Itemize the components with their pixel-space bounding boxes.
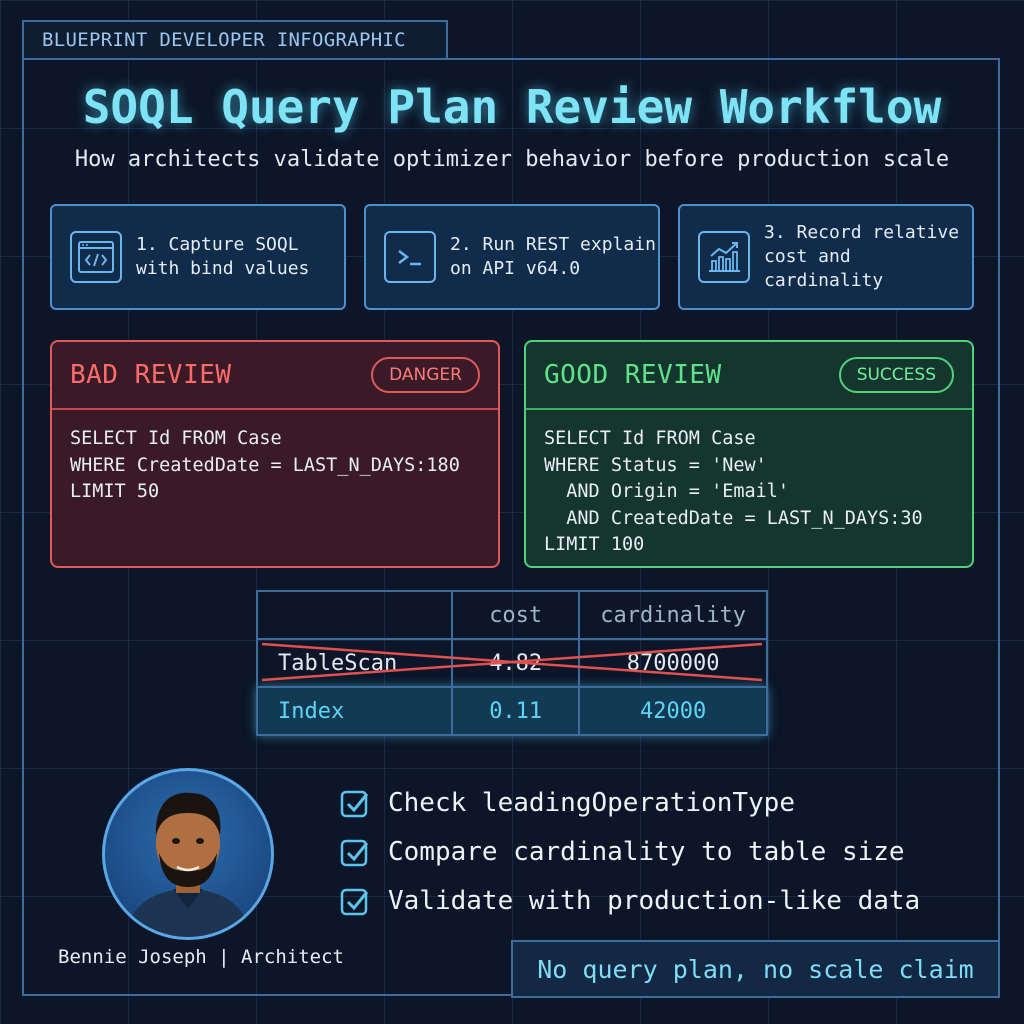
checklist: Check leadingOperationType Compare cardi…	[340, 778, 920, 925]
bad-review-title: BAD REVIEW	[70, 360, 232, 390]
step-label: 2. Run REST explain on API v64.0	[450, 234, 656, 279]
checklist-item: Compare cardinality to table size	[340, 827, 920, 876]
cost-cell: 4.82	[451, 638, 581, 688]
checkbox-checked-icon	[340, 888, 369, 915]
page-subtitle: How architects validate optimizer behavi…	[74, 147, 950, 172]
bad-review-panel: BAD REVIEW DANGER SELECT Id FROM Case WH…	[50, 340, 500, 568]
terminal-icon	[384, 231, 436, 283]
table-row-tablescan: TableScan 4.82 8700000	[255, 638, 768, 688]
checkbox-checked-icon	[340, 790, 369, 817]
checklist-item: Check leadingOperationType	[340, 778, 920, 827]
good-review-panel: GOOD REVIEW SUCCESS SELECT Id FROM Case …	[524, 340, 974, 568]
page-title: SOQL Query Plan Review Workflow	[82, 80, 942, 134]
good-review-title: GOOD REVIEW	[544, 360, 722, 390]
bad-review-query: SELECT Id FROM Case WHERE CreatedDate = …	[70, 428, 460, 502]
checklist-item-label: Compare cardinality to table size	[388, 836, 905, 867]
danger-badge: DANGER	[371, 357, 480, 393]
cardinality-cell: 8700000	[578, 638, 768, 688]
chart-icon	[698, 231, 750, 283]
cost-cell: 0.11	[451, 686, 581, 736]
checklist-item-label: Check leadingOperationType	[388, 787, 795, 818]
scale-claim-banner: No query plan, no scale claim	[511, 940, 1000, 998]
good-review-header: GOOD REVIEW SUCCESS	[526, 342, 972, 410]
operation-cell: Index	[255, 686, 454, 736]
checklist-item-label: Validate with production-like data	[388, 885, 921, 916]
checkbox-checked-icon	[340, 839, 369, 866]
success-badge: SUCCESS	[838, 357, 954, 393]
code-icon	[70, 231, 122, 283]
query-plan-table: cost cardinality TableScan 4.82 8700000 …	[255, 590, 768, 736]
cardinality-cell: 42000	[578, 686, 768, 736]
table-row-index: Index 0.11 42000	[255, 686, 768, 736]
step-label: 1. Capture SOQL with bind values	[136, 234, 310, 279]
table-header-cost: cost	[451, 590, 581, 640]
header-tag: BLUEPRINT DEVELOPER INFOGRAPHIC	[22, 20, 448, 60]
operation-cell: TableScan	[255, 638, 454, 688]
bad-review-header: BAD REVIEW DANGER	[52, 342, 498, 410]
step-record-cost: 3. Record relative cost and cardinality	[678, 204, 974, 310]
avatar	[102, 768, 274, 940]
table-header-operation	[255, 590, 454, 640]
table-header-cardinality: cardinality	[578, 590, 768, 640]
table-header-row: cost cardinality	[255, 590, 768, 640]
author-name: Bennie Joseph | Architect	[58, 946, 344, 968]
checklist-item: Validate with production-like data	[340, 876, 920, 925]
step-run-explain: 2. Run REST explain on API v64.0	[364, 204, 660, 310]
step-label: 3. Record relative cost and cardinality	[764, 222, 960, 291]
good-review-query: SELECT Id FROM Case WHERE Status = 'New'…	[544, 428, 923, 555]
step-capture-soql: 1. Capture SOQL with bind values	[50, 204, 346, 310]
